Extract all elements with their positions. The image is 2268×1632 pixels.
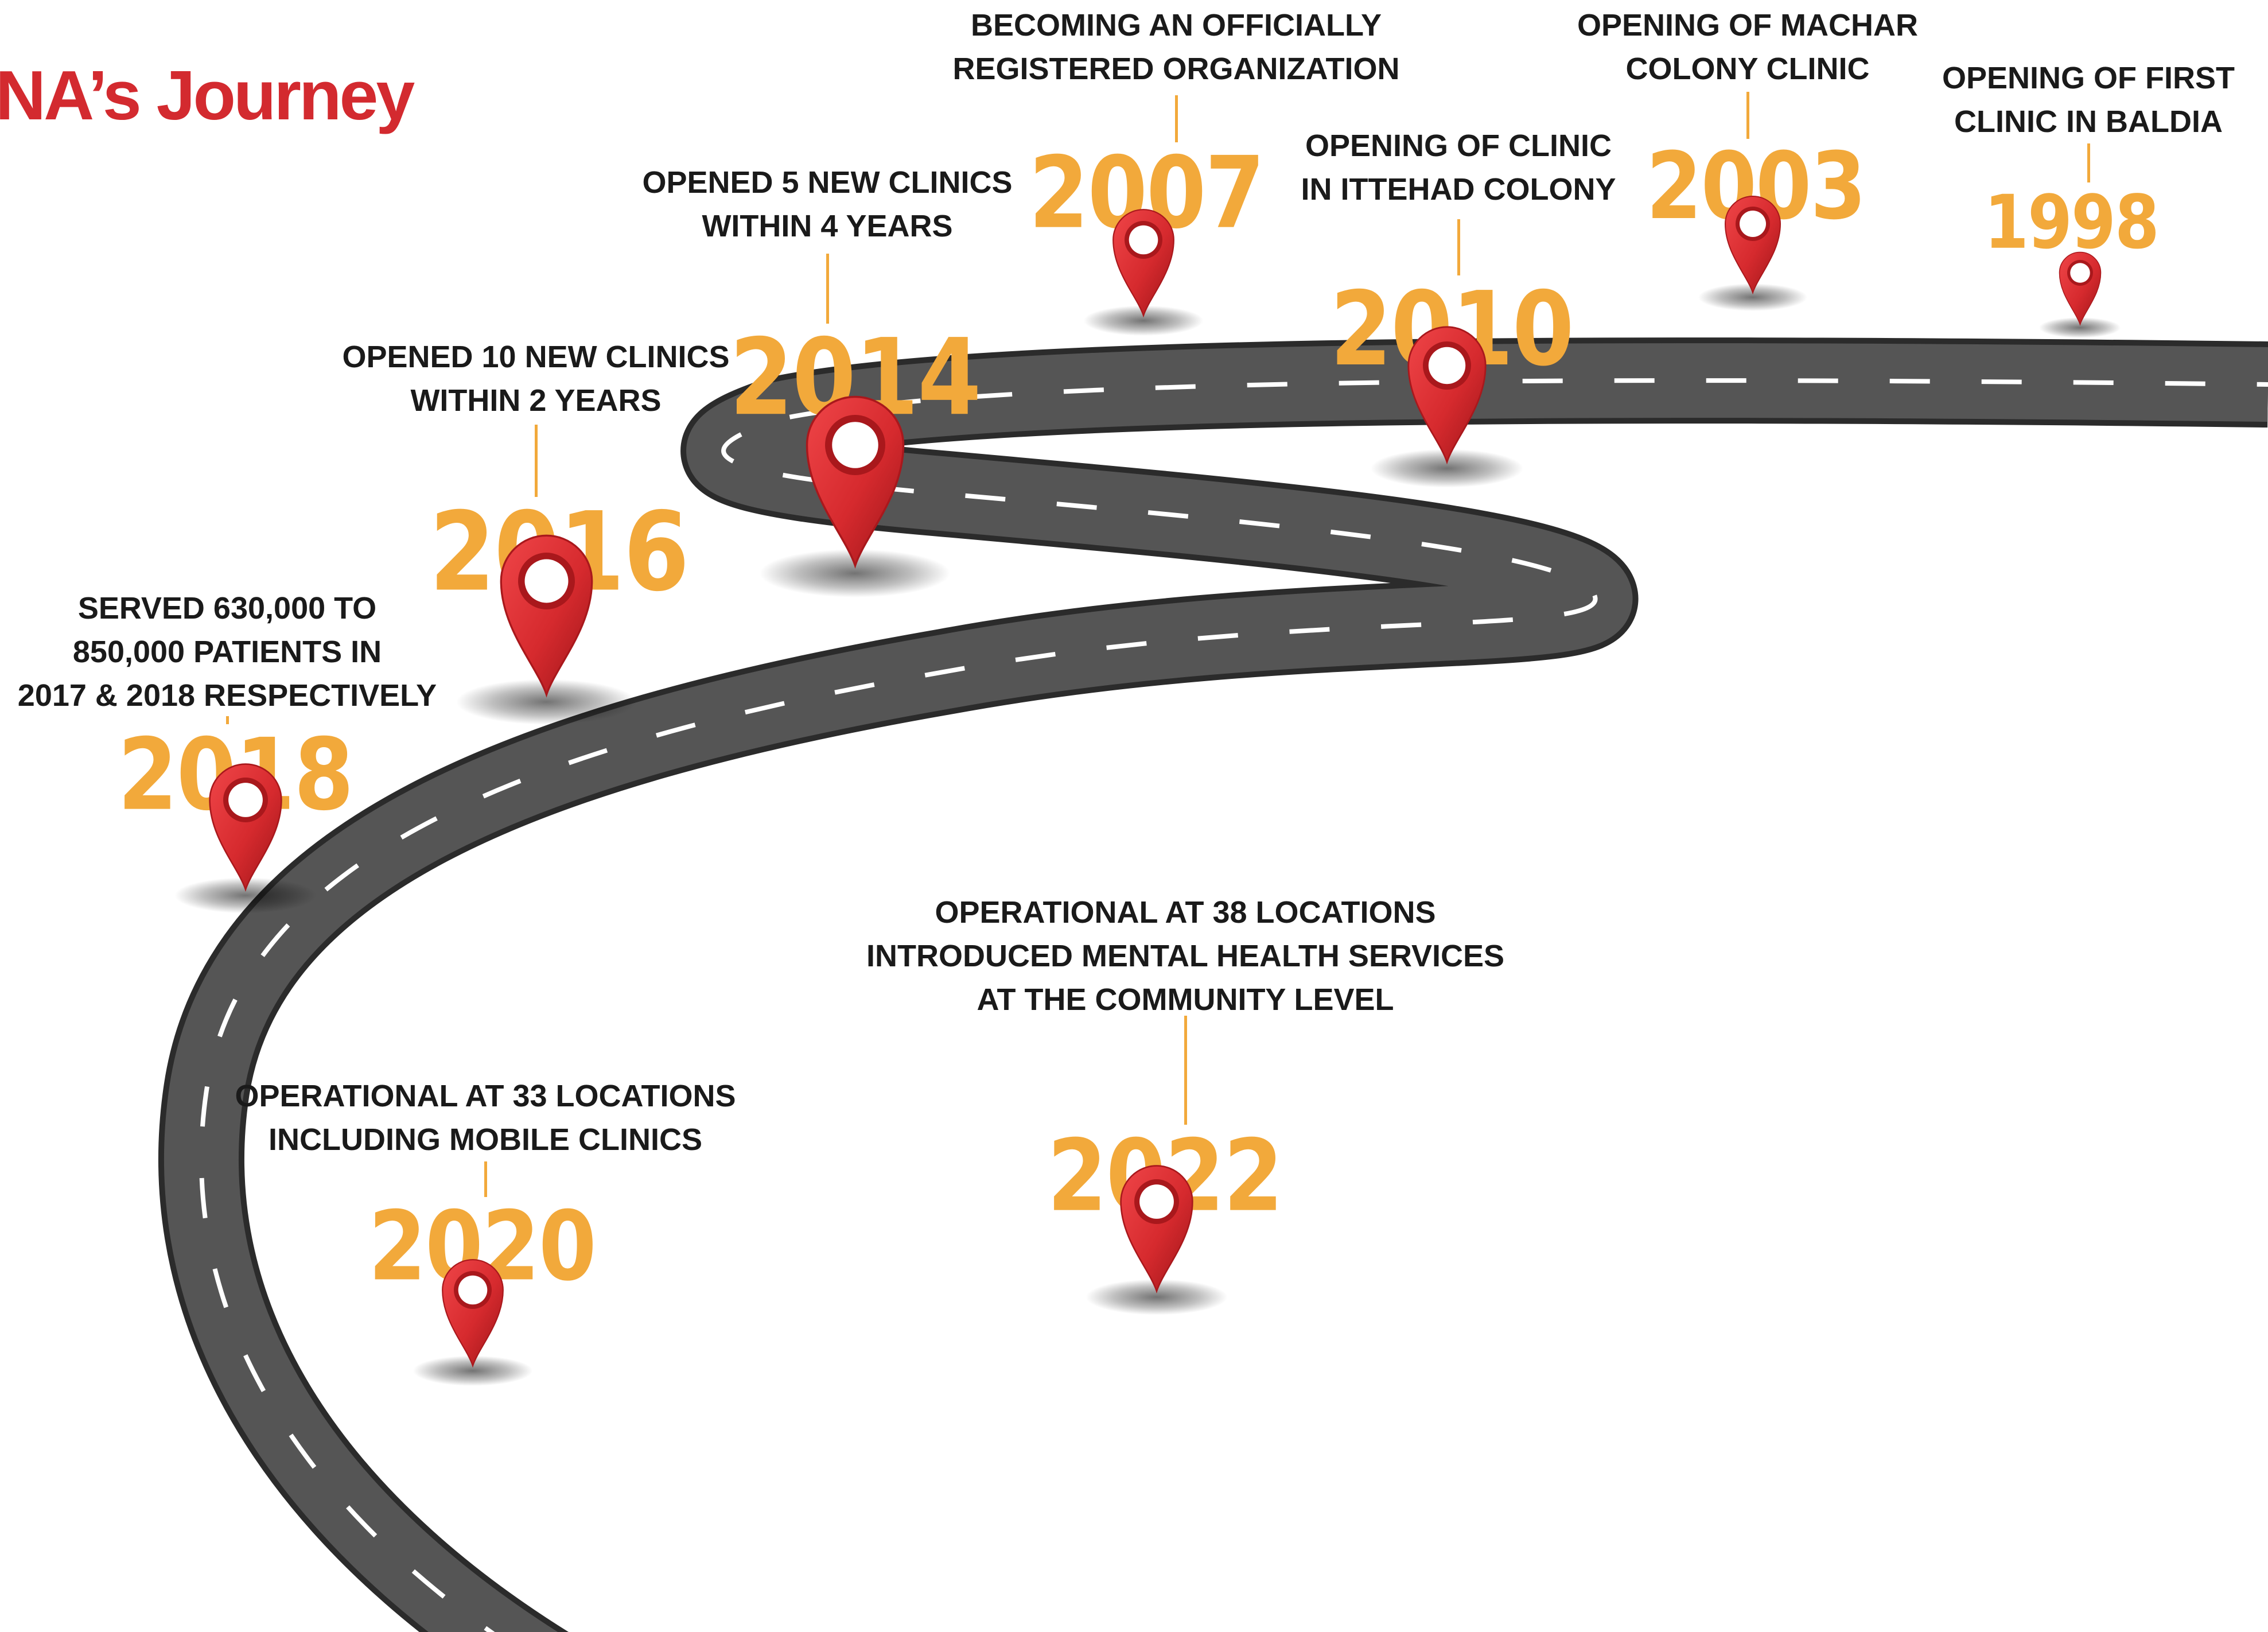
milestone-description-line: BECOMING AN OFFICIALLY (970, 8, 1382, 42)
milestone-description-line: SERVED 630,000 TO (77, 591, 377, 625)
map-pin-icon (500, 534, 593, 698)
milestone-description: OPENED 10 NEW CLINICS WITHIN 2 YEARS (342, 335, 729, 422)
milestone-connector (226, 716, 229, 724)
milestone-description: OPENED 5 NEW CLINICS WITHIN 4 YEARS (642, 161, 1012, 248)
milestone-connector (484, 1161, 487, 1197)
milestone-description-line: AT THE COMMUNITY LEVEL (977, 982, 1394, 1017)
milestone-description: OPERATIONAL AT 38 LOCATIONS INTRODUCED ME… (866, 891, 1504, 1021)
milestone-description: OPENING OF MACHAR COLONY CLINIC (1577, 3, 1918, 91)
milestone-description: OPERATIONAL AT 33 LOCATIONS INCLUDING MOB… (235, 1074, 736, 1161)
pin-shadow (1086, 1279, 1228, 1315)
milestone-description: OPENING OF CLINIC IN ITTEHAD COLONY (1301, 124, 1616, 211)
milestone-connector (1746, 92, 1749, 139)
milestone-description-line: OPERATIONAL AT 33 LOCATIONS (235, 1079, 736, 1113)
milestone-description: BECOMING AN OFFICIALLY REGISTERED ORGANIZ… (952, 3, 1399, 91)
pin-shadows (174, 283, 2121, 1386)
milestone-description-line: REGISTERED ORGANIZATION (952, 52, 1400, 86)
milestone-description-line: OPENING OF FIRST (1942, 61, 2235, 95)
map-pin-icon (1724, 196, 1781, 295)
pin-shadow (1371, 449, 1523, 488)
milestone-connector (826, 254, 829, 324)
milestone-description-line: 2017 & 2018 RESPECTIVELY (17, 678, 437, 713)
pin-shadow (759, 549, 951, 597)
map-pin-icon (1120, 1165, 1193, 1294)
milestone-description-line: INCLUDING MOBILE CLINICS (269, 1122, 702, 1157)
map-pin-icon (2059, 251, 2101, 326)
milestone-description-line: WITHIN 2 YEARS (410, 383, 662, 418)
milestone-description: OPENING OF FIRST CLINIC IN BALDIA (1942, 56, 2235, 143)
road (158, 337, 2268, 1632)
map-pin-icon (1407, 326, 1487, 465)
page-title: NA’s Journey (0, 56, 415, 134)
milestone-connector (535, 425, 538, 497)
map-pin-icon (209, 763, 282, 892)
pin-shadow (174, 877, 317, 914)
milestone-connector (2087, 143, 2090, 182)
milestone-description-line: COLONY CLINIC (1625, 52, 1870, 86)
milestone-connector (1457, 219, 1460, 275)
milestone-description-line: OPENING OF MACHAR (1577, 8, 1918, 42)
milestone-description-line: OPENED 5 NEW CLINICS (642, 165, 1013, 200)
pin-shadow (2039, 317, 2121, 338)
pin-shadow (413, 1355, 533, 1386)
milestone-year: 1998 (1984, 180, 2160, 266)
milestone-description-line: OPENING OF CLINIC (1305, 129, 1612, 163)
pin-shadow (1083, 305, 1204, 336)
milestone-description-line: 850,000 PATIENTS IN (72, 635, 382, 669)
milestone-description-line: IN ITTEHAD COLONY (1301, 172, 1616, 207)
milestone-connector (1175, 95, 1178, 142)
milestone-description: SERVED 630,000 TO 850,000 PATIENTS IN 2017… (18, 586, 437, 717)
milestone-description-line: OPERATIONAL AT 38 LOCATIONS (935, 895, 1436, 930)
pin-shadow (1698, 283, 1807, 311)
map-pin-icon (1112, 209, 1174, 318)
road-center-line (199, 378, 2268, 1632)
milestone-description-line: INTRODUCED MENTAL HEALTH SERVICES (866, 939, 1505, 973)
map-pin-icon (442, 1259, 504, 1368)
map-pin-icon (806, 395, 904, 569)
pin-shadow (456, 679, 636, 725)
milestone-description-line: OPENED 10 NEW CLINICS (342, 340, 730, 374)
milestone-connector (1184, 1016, 1187, 1125)
milestone-description-line: CLINIC IN BALDIA (1954, 104, 2223, 139)
milestone-description-line: WITHIN 4 YEARS (702, 209, 953, 243)
